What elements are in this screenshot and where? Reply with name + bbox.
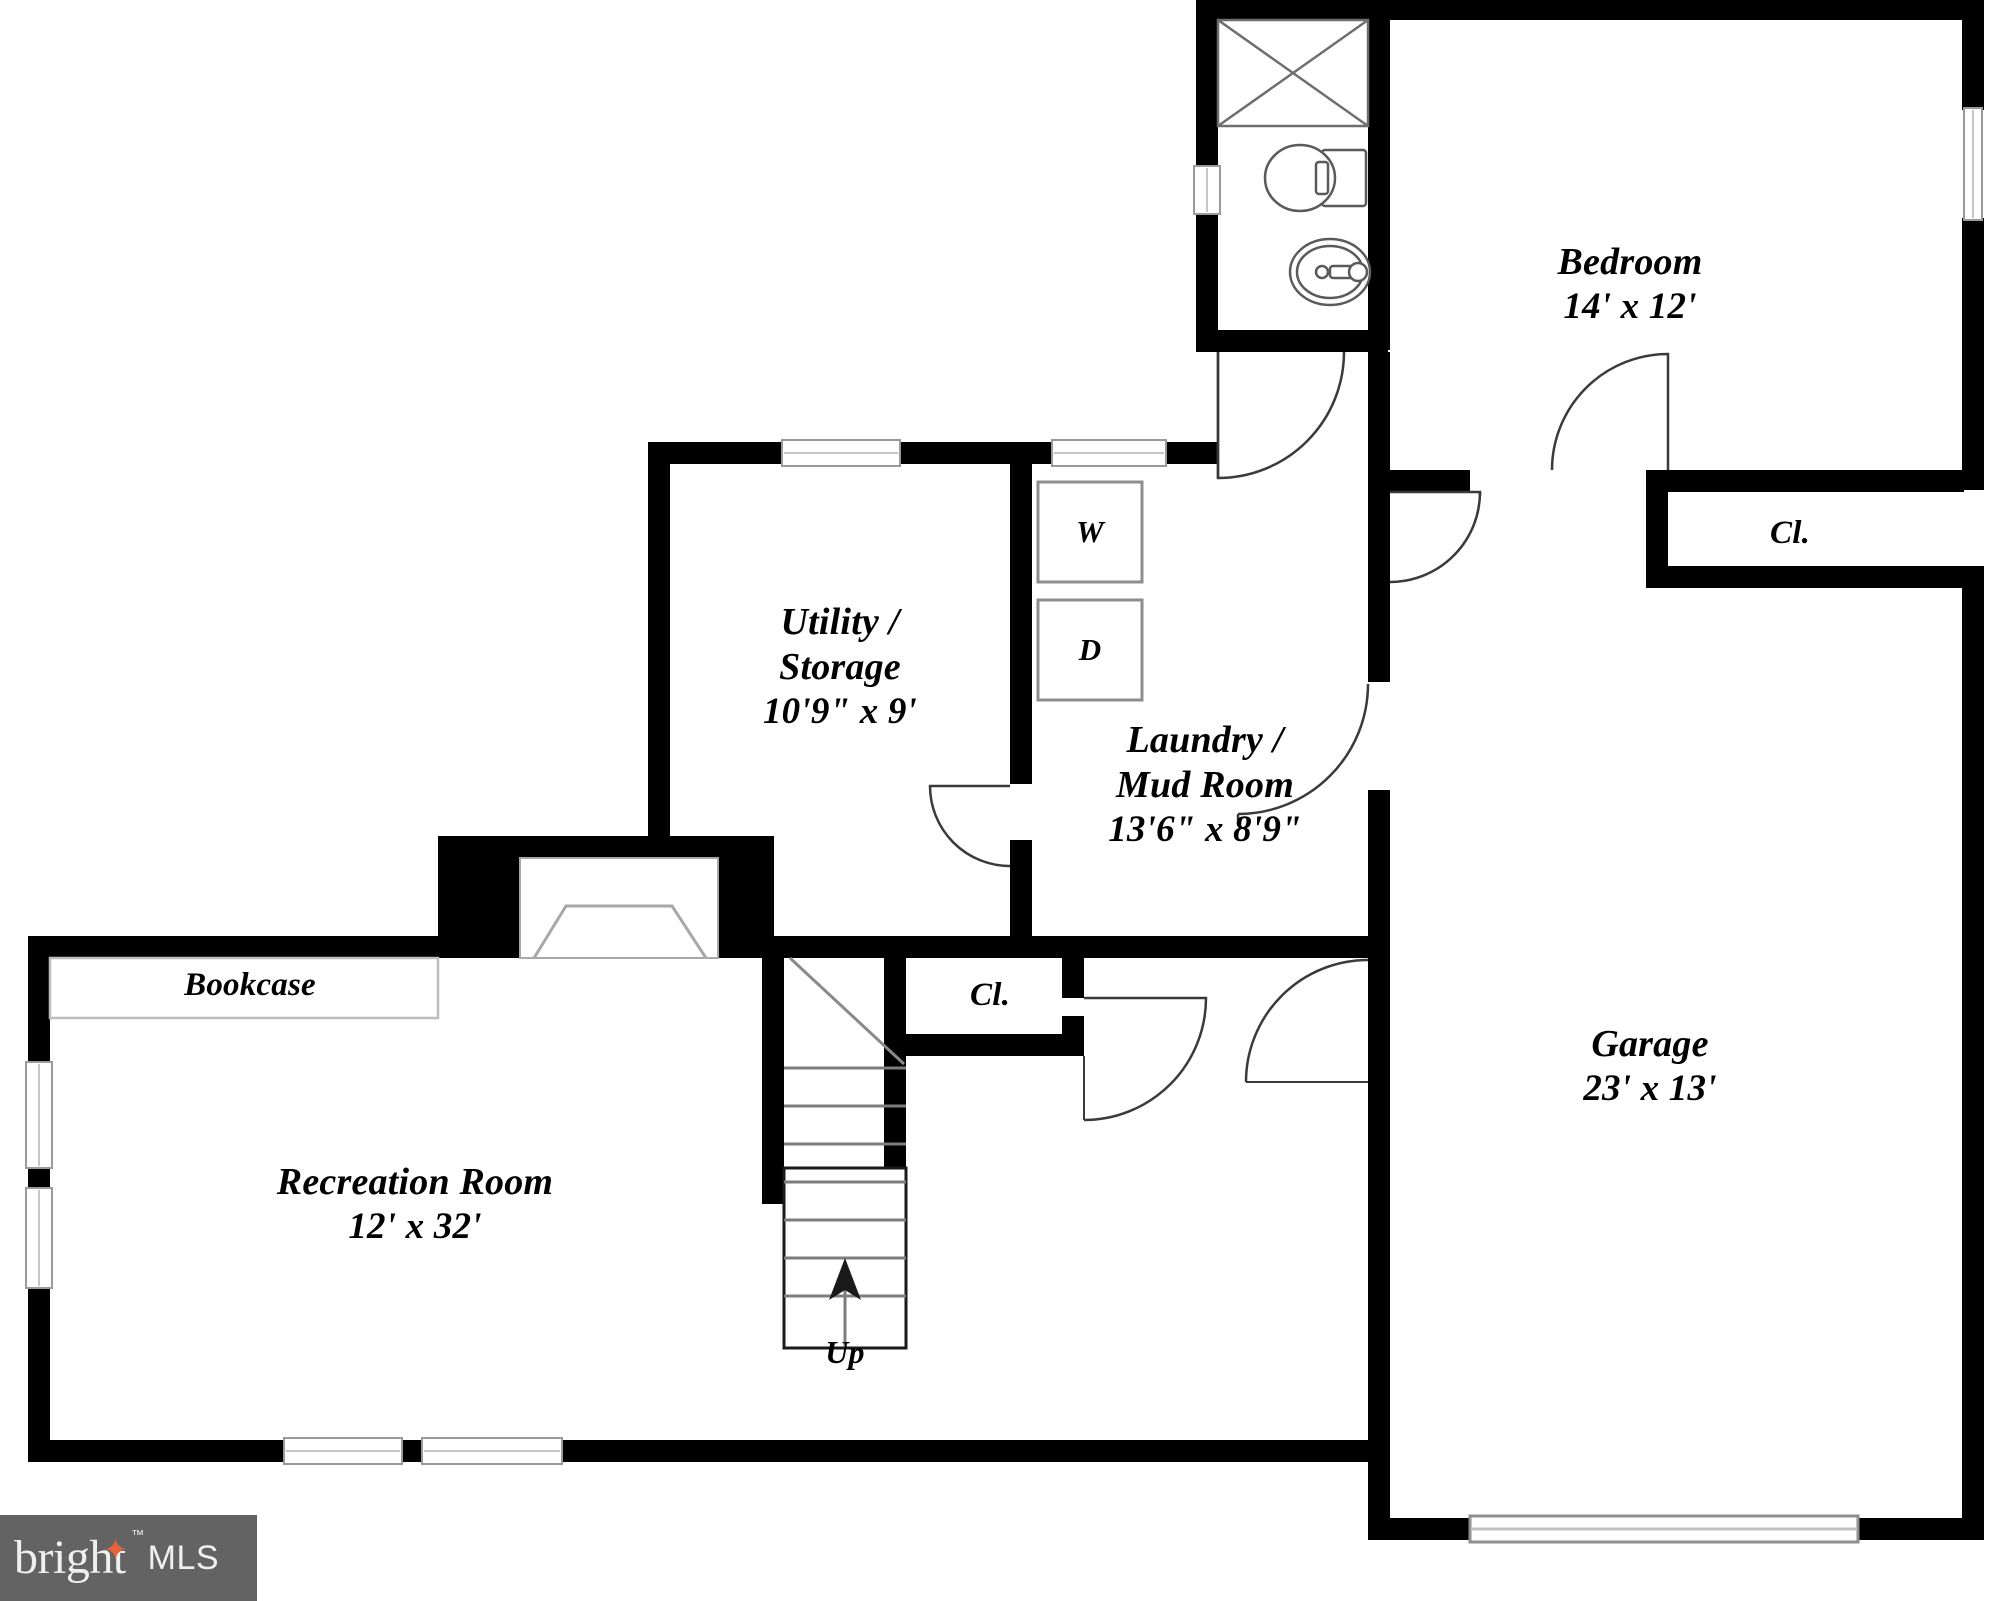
door-garage-entry (1244, 958, 1369, 1083)
bedroom-dimensions: 14' x 12' (1563, 285, 1697, 327)
dryer-box (1036, 598, 1144, 702)
staircase (782, 956, 908, 1350)
wall-fireplace-left-pier (438, 836, 520, 958)
window-rec-bottom-left (283, 1437, 403, 1465)
garage-door (1468, 1514, 1860, 1544)
feature-label-bookcase: Bookcase (184, 967, 316, 1003)
door-leaves (1216, 352, 1482, 496)
laundry-dimensions: 13'6" x 8'9" (1108, 808, 1302, 850)
wall-closet-bed-left (1646, 470, 1668, 588)
room-label-utility: Utility / Storage 10'9" x 9' (680, 600, 1000, 733)
recreation-name: Recreation Room (276, 1161, 554, 1203)
logo-brand-text: bright (14, 1531, 126, 1584)
star-icon: ✦ (103, 1534, 128, 1567)
doors (928, 351, 1670, 1122)
shower-fixture (1216, 18, 1370, 128)
wall-stair-left (762, 936, 784, 1204)
windows (25, 107, 1983, 1544)
door-utility (928, 784, 1011, 868)
door-mudroom-lower (1237, 683, 1370, 816)
wall-mud-garage-lower (1368, 790, 1390, 960)
wall-bath-right (1368, 0, 1390, 350)
wall-bedroom-top (1390, 0, 1982, 20)
wall-bath-left-lower (1196, 210, 1218, 340)
walls (28, 0, 1984, 1540)
window-rec-left-lower (25, 1187, 53, 1289)
wall-utility-top-c (1164, 442, 1218, 464)
garage-dimensions: 23' x 13' (1583, 1067, 1717, 1109)
door-bathroom (1216, 351, 1346, 480)
logo-mls-text: MLS (147, 1538, 220, 1577)
wall-hall-closet-jamb-top (1062, 958, 1084, 998)
laundry-name-line2: Mud Room (1116, 763, 1294, 806)
wall-rec-bottom-mullion (400, 1440, 424, 1462)
wall-main-horizontal-right (762, 936, 1390, 958)
room-label-recreation: Recreation Room 12' x 32' (180, 1160, 650, 1248)
room-label-garage: Garage 23' x 13' (1470, 1022, 1830, 1110)
recreation-dimensions: 12' x 32' (348, 1205, 482, 1247)
appliance-label-dryer: D (1078, 632, 1102, 667)
bookcase-shape (48, 956, 440, 1020)
feature-label-closet-hall: Cl. (969, 977, 1011, 1013)
toilet-fixture (1263, 143, 1368, 213)
wall-bath-bottom (1196, 330, 1388, 352)
stair-break-line (788, 956, 906, 1066)
wall-rec-left-a (28, 936, 50, 1064)
window-utility-right (1051, 439, 1167, 467)
window-rec-bottom-right (421, 1437, 563, 1465)
wall-garage-bottom-b (1856, 1518, 1984, 1540)
wall-fireplace-top (438, 836, 774, 858)
window-bedroom-right (1963, 107, 1983, 221)
wall-bedroom-right-a (1962, 0, 1984, 110)
fireplace-hearth (519, 857, 719, 959)
door-bedroom-closet (1550, 352, 1670, 471)
bright-mls-logo: bright ✦ ™ MLS (0, 1515, 257, 1601)
wall-garage-right (1962, 588, 1984, 1540)
wall-rec-left-c (28, 1286, 50, 1462)
garage-name: Garage (1591, 1023, 1709, 1065)
window-utility-left (781, 439, 901, 467)
door-bedroom (1389, 490, 1482, 584)
wall-rec-bottom-a (28, 1440, 286, 1462)
utility-name-line1: Utility / (780, 601, 900, 643)
door-hall-closet (1083, 996, 1208, 1122)
utility-dimensions: 10'9" x 9' (762, 690, 918, 732)
window-rec-left-upper (25, 1061, 53, 1169)
utility-name-line2: Storage (779, 645, 901, 688)
wall-bath-left-upper (1196, 0, 1218, 172)
wall-stair-right (884, 958, 906, 1168)
wall-garage-left (1368, 940, 1390, 1530)
wall-garage-bottom-a (1368, 1518, 1472, 1540)
wall-closet-bed-bottom (1646, 566, 1984, 588)
wall-main-horizontal-left (28, 936, 438, 958)
wall-hall-closet-jamb-bottom (1062, 1016, 1084, 1056)
washer-box (1036, 480, 1144, 584)
wall-closet-bed-top-right (1668, 470, 1964, 492)
wall-utility-left (648, 442, 670, 942)
logo-wordmark: bright ✦ ™ (14, 1528, 144, 1584)
wall-hall-closet-bottom (884, 1034, 1074, 1056)
laundry-name-line1: Laundry / (1126, 719, 1284, 761)
stair-arrow-head (829, 1258, 861, 1300)
stair-direction-label: Up (825, 1334, 865, 1370)
room-label-bedroom: Bedroom 14' x 12' (1450, 240, 1810, 328)
wall-utility-right-lower (1010, 840, 1032, 958)
trademark-icon: ™ (131, 1527, 144, 1542)
room-label-laundry: Laundry / Mud Room 13'6" x 8'9" (1040, 718, 1370, 851)
wall-utility-top-b (898, 442, 1054, 464)
wall-mud-garage-upper (1368, 352, 1390, 682)
appliance-label-washer: W (1076, 514, 1104, 549)
wall-utility-right-upper (1010, 464, 1032, 784)
sink-fixture (1288, 237, 1372, 307)
wall-shower-top (1196, 0, 1386, 20)
feature-label-closet-bedroom: Cl. (1769, 515, 1811, 551)
wall-bedroom-right-b (1962, 218, 1984, 490)
wall-bedroom-bottom-left (1390, 470, 1470, 492)
bedroom-name: Bedroom (1557, 241, 1703, 283)
wall-utility-top-a (648, 442, 784, 464)
appliance-boxes (1036, 480, 1144, 702)
window-bath-left (1193, 165, 1221, 215)
wall-rec-bottom-b (560, 1440, 1390, 1462)
